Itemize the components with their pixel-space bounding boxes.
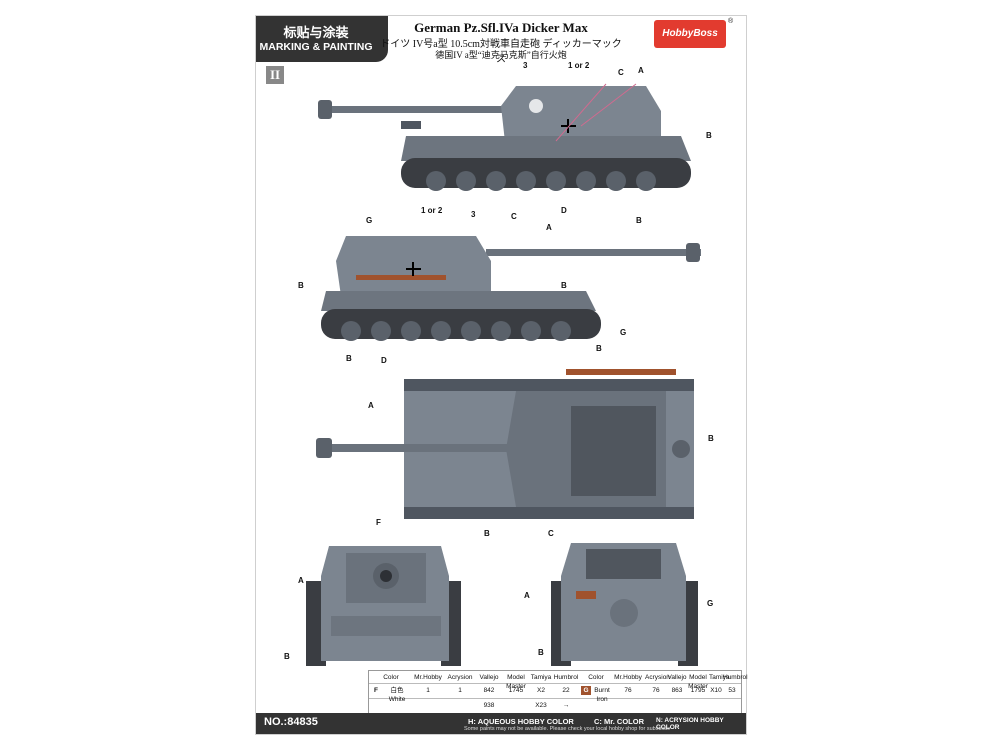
th-acrysion: Acrysion	[447, 674, 473, 681]
th-vallejo-2: Vallejo	[667, 674, 687, 681]
instruction-sheet: 标贴与涂装 MARKING & PAINTING German Pz.Sfl.I…	[255, 15, 748, 735]
callout-f: F	[376, 518, 381, 527]
gun-barrel-top	[326, 444, 566, 452]
tow-cable-top	[566, 369, 676, 375]
legend-h: H: AQUEOUS HOBBY COLOR	[468, 717, 574, 726]
callout-d-b: D	[381, 356, 387, 365]
th-mrhobby-2: Mr.Hobby	[614, 674, 642, 681]
callout-1or2-b: 1 or 2	[421, 206, 443, 215]
row-f-modelmaster: 1745	[508, 687, 524, 694]
callout-b-top-2: B	[708, 434, 714, 443]
brand-logo: HobbyBoss	[654, 20, 726, 48]
callout-a-b: A	[546, 223, 552, 232]
muzzle-brake-top	[316, 438, 332, 458]
callout-c-top: C	[548, 529, 554, 538]
top-view	[316, 369, 694, 519]
callout-a: A	[638, 66, 644, 75]
row-f-mrhobby: 1	[426, 687, 430, 694]
callout-c-b: C	[511, 212, 517, 221]
callout-b: B	[706, 131, 712, 140]
th-acrysion-2: Acrysion	[645, 674, 670, 681]
fighting-compartment	[571, 406, 656, 496]
side-view-right	[321, 236, 701, 341]
th-color-2: Color	[588, 674, 604, 681]
callout-g-top: G	[620, 328, 627, 337]
callout-a-rear: A	[524, 591, 530, 600]
registered-mark: ®	[728, 18, 734, 25]
footnote: Some paints may not be available. Please…	[464, 726, 671, 732]
front-view	[306, 546, 461, 666]
model-title: German Pz.Sfl.IVa Dicker Max	[414, 20, 588, 35]
callout-b-c: B	[561, 281, 567, 290]
th-mrhobby: Mr.Hobby	[414, 674, 442, 681]
callout-b-top: B	[596, 344, 602, 353]
product-number: NO.:84835	[264, 716, 318, 728]
row-g-name: Burnt Iron	[594, 687, 610, 703]
rear-view	[551, 543, 698, 666]
callout-g: G	[366, 216, 373, 225]
th-modelmaster-2: Model Master	[688, 674, 708, 690]
legend-c: C: Mr. COLOR	[594, 717, 644, 726]
muzzle-brake-2	[686, 243, 700, 262]
row-g-humbrol: 53	[728, 687, 736, 694]
row-f-name: 白色 White	[388, 687, 406, 703]
hull-2	[321, 291, 596, 311]
callout-b-d: B	[346, 354, 352, 363]
row-g-acrysion: 76	[652, 687, 660, 694]
model-title-cn: 德国IV a型“迪克马克斯”自行火炮	[435, 50, 567, 60]
row-f-acrysion: 1	[458, 687, 462, 694]
row-g-mrhobby: 76	[624, 687, 632, 694]
hull	[401, 136, 691, 161]
th-humbrol: Humbrol	[553, 674, 579, 681]
callout-g-rear: G	[707, 599, 714, 608]
road-wheels-2	[341, 321, 571, 341]
row-f2-vallejo: 938	[483, 702, 495, 709]
footer-bar	[256, 713, 746, 734]
th-modelmaster: Model Master	[506, 674, 526, 690]
th-color: Color	[383, 674, 399, 681]
gun-barrel-2	[486, 249, 701, 256]
row-f2-tamiya: X23	[535, 702, 547, 709]
callout-b-2: B	[636, 216, 642, 225]
side-view-left	[318, 83, 691, 191]
road-wheels	[426, 171, 656, 191]
th-tamiya: Tamiya	[530, 674, 552, 681]
header-box: 标贴与涂装 MARKING & PAINTING	[256, 16, 388, 62]
row-f-tamiya: X2	[537, 687, 545, 694]
callout-c: C	[618, 68, 624, 77]
row-g-tamiya: X10	[710, 687, 722, 694]
th-vallejo: Vallejo	[479, 674, 499, 681]
rear-hatch	[610, 599, 638, 627]
th-humbrol-2: Humbrol	[723, 674, 748, 681]
callout-a-front: A	[298, 576, 304, 585]
muzzle-brake	[318, 100, 332, 119]
row-g-code: G	[581, 686, 591, 695]
paint-table: Color Mr.Hobby Acrysion Vallejo Model Ma…	[368, 670, 748, 714]
th-tamiya-2: Tamiya	[709, 674, 730, 681]
row-f2-humbrol: →	[562, 702, 570, 709]
callout-b-front: B	[284, 652, 290, 661]
callout-b-b: B	[298, 281, 304, 290]
model-title-jp: ドイツ IV号a型 10.5cm対戦車自走砲 ディッカーマックス	[380, 39, 622, 65]
row-f-vallejo: 842	[483, 687, 495, 694]
row-g-vallejo: 863	[671, 687, 683, 694]
row-g-modelmaster: 1795	[690, 687, 706, 694]
row-f-code: F	[374, 687, 378, 694]
callout-a-top: A	[368, 401, 374, 410]
section-number: II	[266, 66, 284, 84]
callout-b-rear: B	[538, 648, 544, 657]
callout-1or2: 1 or 2	[568, 61, 590, 70]
callout-3: 3	[523, 61, 528, 70]
gun-barrel	[326, 106, 566, 113]
title-en: MARKING & PAINTING	[259, 41, 373, 53]
tow-cable	[356, 275, 446, 280]
title-cn: 标贴与涂装	[283, 25, 349, 40]
legend-n: N: ACRYSION HOBBY COLOR	[656, 717, 724, 731]
callout-b-top-3: B	[484, 529, 490, 538]
callout-3-b: 3	[471, 210, 476, 219]
callout-d: D	[561, 206, 567, 215]
row-f-humbrol: 22	[562, 687, 570, 694]
